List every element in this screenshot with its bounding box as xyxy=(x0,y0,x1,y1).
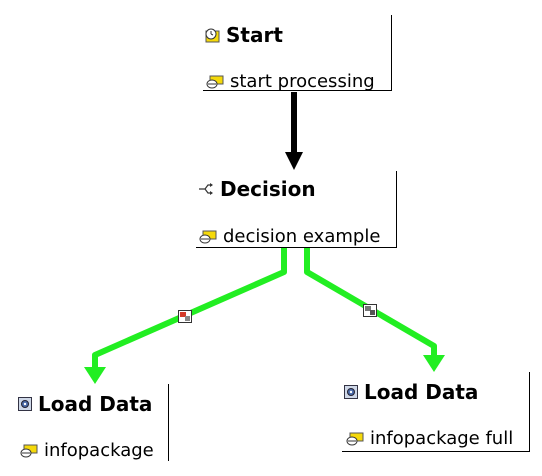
process-gear-icon xyxy=(18,397,32,411)
node-description-text: decision example xyxy=(223,226,381,247)
node-frame xyxy=(203,15,392,91)
condition-red-icon[interactable] xyxy=(178,310,192,323)
node-description: decision example xyxy=(199,226,380,247)
node-title-text: Load Data xyxy=(364,380,479,404)
node-description: infopackage full xyxy=(346,428,513,449)
decision-arrow-icon xyxy=(198,182,214,196)
edge-start-to-decision[interactable] xyxy=(285,92,303,170)
node-description: start processing xyxy=(206,71,375,92)
node-title: Start xyxy=(205,23,283,47)
node-title: Load Data xyxy=(344,380,478,404)
node-title: Load Data xyxy=(18,392,152,416)
node-load-data-infopackage-full[interactable]: Load Data infopackage full xyxy=(342,372,530,452)
node-decision[interactable]: Decision decision example xyxy=(196,171,397,248)
node-load-data-infopackage[interactable]: Load Data infopackage xyxy=(16,384,169,462)
start-clock-icon xyxy=(205,28,220,43)
node-start[interactable]: Start start processing xyxy=(203,15,392,92)
note-icon xyxy=(206,75,224,89)
node-title: Decision xyxy=(198,177,316,201)
node-title-text: Decision xyxy=(220,177,316,201)
node-frame xyxy=(16,384,169,461)
node-description-text: start processing xyxy=(230,71,375,92)
node-description: infopackage xyxy=(20,440,154,461)
note-icon xyxy=(346,432,364,446)
node-description-text: infopackage full xyxy=(370,428,514,449)
node-title-text: Load Data xyxy=(38,392,153,416)
process-gear-icon xyxy=(344,385,358,399)
condition-gray-icon[interactable] xyxy=(363,304,377,317)
node-title-text: Start xyxy=(226,23,283,47)
note-icon xyxy=(199,230,217,244)
node-frame xyxy=(196,171,397,248)
node-description-text: infopackage xyxy=(44,440,154,461)
node-frame xyxy=(342,372,530,452)
note-icon xyxy=(20,444,38,458)
